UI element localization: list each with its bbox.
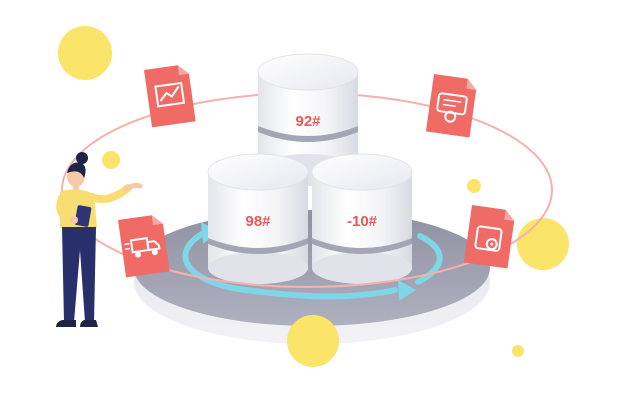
yellow-dot xyxy=(512,345,524,357)
yellow-dot xyxy=(517,218,569,270)
fuel-tank-minus-10: -10# xyxy=(311,153,413,284)
tank-label-92: 92# xyxy=(295,113,321,130)
tank-label-minus-10: -10# xyxy=(347,213,378,230)
yellow-dot xyxy=(102,151,120,169)
fuel-tank-98: 98# xyxy=(207,153,309,284)
yellow-dot xyxy=(467,179,481,193)
line-chart-document-icon xyxy=(144,65,196,128)
yellow-dot xyxy=(58,26,112,80)
certificate-document-icon xyxy=(425,74,477,138)
tank-label-98: 98# xyxy=(245,213,271,230)
location-pin-document-icon xyxy=(463,205,515,269)
tank-group: 92# 98# -10# xyxy=(207,53,413,284)
delivery-truck-document-icon xyxy=(118,215,170,278)
yellow-dot xyxy=(287,315,339,367)
woman-presenter-figure xyxy=(56,152,143,327)
